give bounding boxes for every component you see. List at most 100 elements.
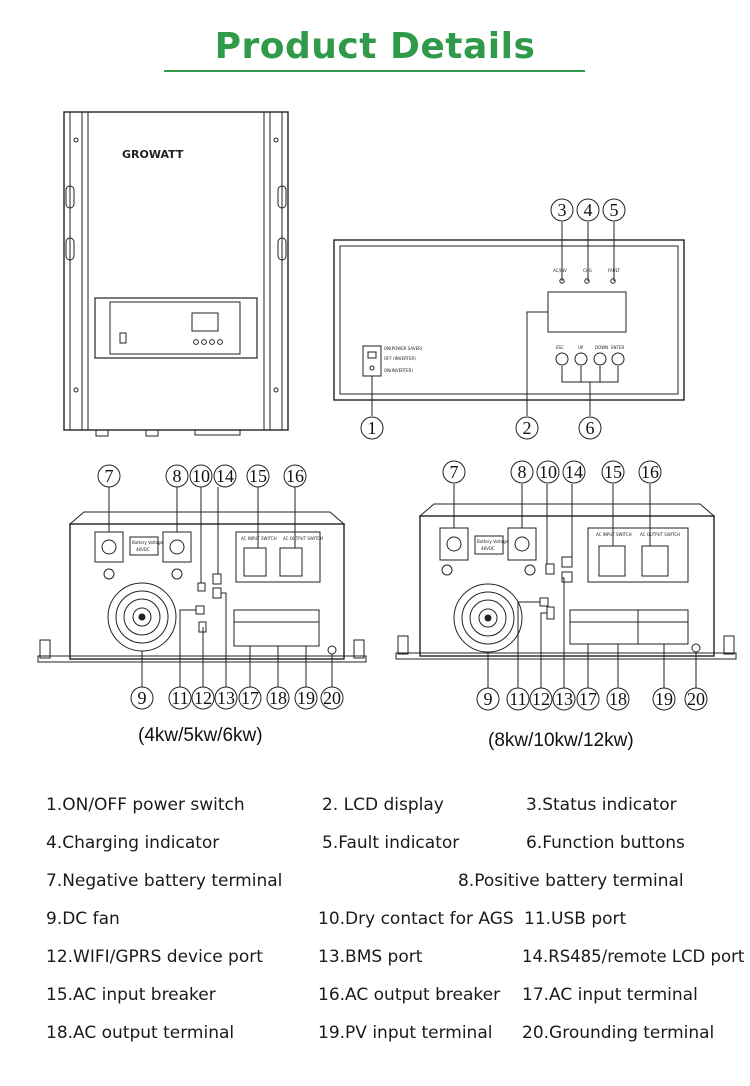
inverter-front-view: GROWATT — [63, 111, 289, 437]
svg-text:AC OUTPUT SWITCH: AC OUTPUT SWITCH — [283, 536, 323, 541]
control-panel-detail: ON(POWER SAVER) OFF (INVERTER) ON(INVERT… — [333, 198, 685, 440]
ac-inv-label: AC/INV — [553, 268, 567, 273]
svg-text:UP: UP — [578, 345, 584, 350]
svg-text:17: 17 — [241, 688, 259, 708]
svg-text:18: 18 — [609, 689, 627, 709]
callout-19: 19 — [652, 687, 676, 711]
legend-item-18: 18.AC output terminal — [46, 1023, 235, 1043]
svg-text:7: 7 — [450, 462, 459, 482]
legend-item-10: 10.Dry contact for AGS — [318, 909, 514, 929]
callout-14: 14 — [562, 460, 586, 484]
callout-12: 12 — [191, 686, 215, 710]
callout-20: 20 — [684, 687, 708, 711]
svg-text:48VDC: 48VDC — [136, 547, 150, 552]
svg-text:ENTER: ENTER — [611, 345, 624, 350]
svg-text:Battery Voltage: Battery Voltage — [132, 540, 164, 545]
callout-10: 10 — [189, 464, 213, 488]
legend-item-13: 13.BMS port — [318, 947, 423, 967]
svg-text:16: 16 — [286, 466, 304, 486]
legend-item-1: 1.ON/OFF power switch — [46, 795, 245, 815]
callout-15: 15 — [601, 460, 625, 484]
svg-text:14: 14 — [216, 466, 234, 486]
up-button[interactable] — [574, 352, 588, 366]
svg-text:20: 20 — [323, 688, 341, 708]
legend-item-20: 20.Grounding terminal — [522, 1023, 715, 1043]
legend-item-5: 5.Fault indicator — [322, 833, 460, 853]
legend-item-14: 14.RS485/remote LCD port — [522, 947, 745, 966]
svg-text:19: 19 — [297, 688, 315, 708]
svg-text:18: 18 — [269, 688, 287, 708]
svg-text:2: 2 — [523, 418, 532, 438]
enter-button[interactable] — [611, 352, 625, 366]
callout-8: 8 — [165, 464, 189, 488]
legend-item-19: 19.PV input terminal — [318, 1023, 493, 1043]
svg-text:15: 15 — [604, 462, 622, 482]
legend-item-7: 7.Negative battery terminal — [46, 871, 283, 891]
chg-label: CHG — [583, 268, 592, 273]
legend-item-3: 3.Status indicator — [526, 795, 677, 815]
callout-16: 16 — [638, 460, 662, 484]
callout-2: 2 — [515, 416, 539, 440]
callout-11: 11 — [168, 686, 192, 710]
callout-19: 19 — [294, 686, 318, 710]
svg-text:17: 17 — [579, 689, 597, 709]
on-off-switch[interactable] — [362, 345, 382, 377]
svg-text:48VDC: 48VDC — [481, 546, 495, 551]
legend-item-15: 15.AC input breaker — [46, 985, 216, 1005]
svg-text:Battery Voltage: Battery Voltage — [477, 539, 509, 544]
svg-text:13: 13 — [217, 688, 235, 708]
callout-16: 16 — [283, 464, 307, 488]
svg-text:AC OUTPUT SWITCH: AC OUTPUT SWITCH — [640, 532, 680, 537]
title-underline — [164, 70, 585, 72]
callout-18: 18 — [266, 686, 290, 710]
svg-text:1: 1 — [368, 418, 377, 438]
svg-text:5: 5 — [610, 200, 619, 220]
legend-item-2: 2. LCD display — [322, 795, 444, 815]
legend-item-6: 6.Function buttons — [526, 833, 685, 853]
svg-text:6: 6 — [586, 418, 595, 438]
callout-17: 17 — [238, 686, 262, 710]
callout-14: 14 — [213, 464, 237, 488]
legend-item-8: 8.Positive battery terminal — [458, 871, 684, 891]
svg-text:4: 4 — [584, 200, 593, 220]
svg-text:AC INPUT SWITCH: AC INPUT SWITCH — [241, 536, 277, 541]
callout-11: 11 — [506, 687, 530, 711]
svg-text:ON(POWER SAVER): ON(POWER SAVER) — [384, 346, 423, 351]
svg-text:19: 19 — [655, 689, 673, 709]
callout-4: 4 — [576, 198, 600, 222]
lcd-display — [547, 291, 627, 333]
svg-text:10: 10 — [192, 466, 210, 486]
svg-text:AC INPUT SWITCH: AC INPUT SWITCH — [596, 532, 632, 537]
bottom-view-small: Battery Voltage 48VDC AC INPUT SWITCH AC… — [37, 464, 367, 710]
svg-text:15: 15 — [249, 466, 267, 486]
callout-3: 3 — [550, 198, 574, 222]
page-title: Product Details — [214, 26, 536, 67]
esc-button[interactable] — [555, 352, 569, 366]
svg-text:9: 9 — [138, 688, 147, 708]
caption-large-models: (8kw/10kw/12kw) — [488, 730, 634, 751]
legend-item-16: 16.AC output breaker — [318, 985, 501, 1005]
svg-text:ESC: ESC — [556, 345, 564, 350]
svg-text:12: 12 — [532, 689, 550, 709]
charging-led — [584, 278, 590, 284]
svg-text:20: 20 — [687, 689, 705, 709]
callout-20: 20 — [320, 686, 344, 710]
svg-text:8: 8 — [518, 462, 527, 482]
callout-12: 12 — [529, 687, 553, 711]
callout-10: 10 — [536, 460, 560, 484]
callout-7: 7 — [97, 464, 121, 488]
legend-item-11: 11.USB port — [524, 909, 627, 929]
legend-item-12: 12.WIFI/GPRS device port — [46, 947, 263, 967]
down-button[interactable] — [593, 352, 607, 366]
callout-8: 8 — [510, 460, 534, 484]
svg-text:10: 10 — [539, 462, 557, 482]
caption-small-models: (4kw/5kw/6kw) — [138, 725, 263, 746]
callout-9: 9 — [130, 686, 154, 710]
svg-text:OFF (INVERTER): OFF (INVERTER) — [384, 356, 416, 361]
callout-6: 6 — [578, 416, 602, 440]
callout-15: 15 — [246, 464, 270, 488]
svg-text:8: 8 — [173, 466, 182, 486]
callout-18: 18 — [606, 687, 630, 711]
svg-text:12: 12 — [194, 688, 212, 708]
